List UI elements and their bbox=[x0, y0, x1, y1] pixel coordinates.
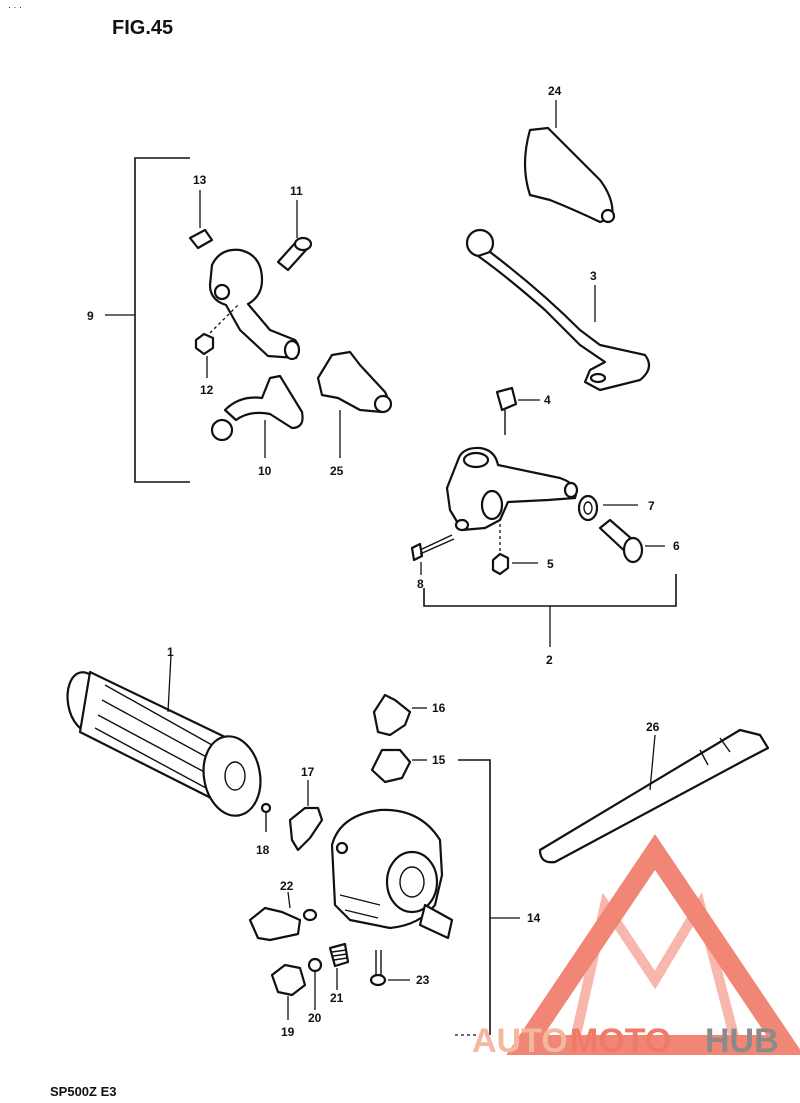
part-1-grip bbox=[66, 654, 262, 817]
part-13-bolt bbox=[188, 190, 214, 250]
callout-26: 26 bbox=[646, 720, 660, 734]
bracket-9 bbox=[134, 157, 190, 483]
callout-2: 2 bbox=[546, 653, 553, 667]
part-2-perch bbox=[445, 446, 579, 532]
part-3-lever bbox=[465, 228, 651, 392]
part-10-lever bbox=[210, 374, 304, 458]
callout-15: 15 bbox=[432, 753, 446, 767]
watermark-hub: HUB bbox=[705, 1022, 779, 1060]
callout-13: 13 bbox=[193, 173, 207, 187]
watermark-text: AUTO MOTO HUB bbox=[472, 1022, 779, 1060]
part-26-strap bbox=[538, 728, 770, 864]
callout-14: 14 bbox=[527, 911, 541, 925]
part-7-washer bbox=[577, 494, 638, 522]
part-18-screw bbox=[260, 802, 272, 832]
callout-20: 20 bbox=[308, 1011, 322, 1025]
part-15-clamp bbox=[370, 748, 427, 784]
part-17-clip bbox=[288, 780, 324, 852]
bracket-2 bbox=[423, 574, 677, 607]
callout-19: 19 bbox=[281, 1025, 295, 1039]
part-16-clamp bbox=[372, 693, 427, 737]
corner-marks: · · · bbox=[8, 2, 22, 12]
figure-title: FIG.45 bbox=[112, 17, 173, 39]
part-14-switch-housing bbox=[330, 808, 454, 940]
callout-22: 22 bbox=[280, 879, 294, 893]
callout-1: 1 bbox=[167, 645, 174, 659]
part-11-bolt bbox=[276, 200, 313, 272]
callout-25: 25 bbox=[330, 464, 344, 478]
callout-11: 11 bbox=[290, 184, 303, 198]
part-21-spring bbox=[328, 942, 350, 990]
part-8-bolt bbox=[410, 534, 455, 575]
part-23-screw bbox=[369, 950, 410, 987]
callout-17: 17 bbox=[301, 765, 315, 779]
watermark-auto: AUTO bbox=[472, 1022, 568, 1060]
part-20-ball bbox=[307, 957, 323, 1010]
callout-9: 9 bbox=[87, 309, 94, 323]
callout-18: 18 bbox=[256, 843, 270, 857]
callout-10: 10 bbox=[258, 464, 272, 478]
part-25-holder bbox=[316, 350, 393, 458]
callout-23: 23 bbox=[416, 973, 430, 987]
watermark-moto: MOTO bbox=[570, 1022, 671, 1060]
callout-4: 4 bbox=[544, 393, 551, 407]
callout-5: 5 bbox=[547, 557, 554, 571]
watermark-logo bbox=[506, 834, 800, 1055]
callout-21: 21 bbox=[330, 991, 344, 1005]
callout-labels: 24 13 11 9 3 12 10 25 4 7 6 8 5 2 1 16 2… bbox=[87, 84, 680, 1039]
callout-8: 8 bbox=[417, 577, 424, 591]
part-4-bolt bbox=[495, 386, 540, 435]
part-12-nut bbox=[194, 304, 239, 378]
part-9-lever-bracket bbox=[208, 248, 301, 361]
part-6-adjuster bbox=[598, 518, 665, 564]
callout-7: 7 bbox=[648, 499, 655, 513]
bracket-14 bbox=[458, 759, 491, 1035]
model-footer: SP500Z E3 bbox=[50, 1084, 117, 1099]
part-22-switch bbox=[248, 891, 318, 942]
callout-12: 12 bbox=[200, 383, 214, 397]
callout-24: 24 bbox=[548, 84, 562, 98]
part-24-boot bbox=[523, 100, 616, 224]
part-5-nut bbox=[491, 518, 538, 576]
callout-3: 3 bbox=[590, 269, 597, 283]
callout-16: 16 bbox=[432, 701, 446, 715]
callout-6: 6 bbox=[673, 539, 680, 553]
part-19-knob bbox=[270, 963, 307, 1020]
